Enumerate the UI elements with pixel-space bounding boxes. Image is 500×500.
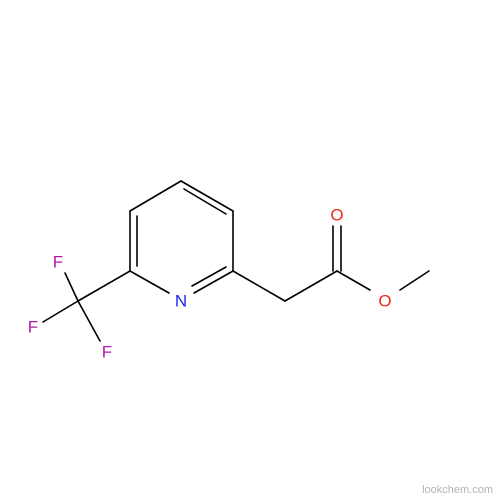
fluorine-top-label: F — [53, 253, 63, 272]
bond-c1-c2 — [129, 180, 182, 212]
bond-n-c6 — [129, 270, 170, 294]
fluorine-bottom-label: F — [102, 343, 112, 362]
bond-c-o-single — [336, 270, 371, 291]
bond-c5-ch2 — [232, 270, 286, 302]
bond-c5-n-inner — [191, 266, 227, 287]
carbonyl-oxygen-label: O — [330, 206, 343, 225]
bond-cf3-f-top — [64, 272, 79, 302]
bond-cf3-f-bottom — [77, 300, 101, 342]
atom-labels: N O O F F F — [28, 206, 392, 362]
fluorine-left-label: F — [28, 318, 38, 337]
bond-c5-n — [193, 270, 234, 294]
bond-c3-c4-inner — [183, 188, 227, 215]
bonds — [42, 180, 430, 342]
bond-ch2-co — [284, 270, 338, 302]
bond-c6-cf3 — [77, 270, 131, 302]
bond-cf3-f-left — [42, 300, 79, 323]
watermark: lookchem.com — [422, 484, 493, 496]
bond-o-ch3 — [399, 270, 430, 291]
ester-oxygen-label: O — [378, 292, 391, 311]
nitrogen-label: N — [175, 292, 187, 311]
bond-c3-c4 — [180, 180, 234, 212]
